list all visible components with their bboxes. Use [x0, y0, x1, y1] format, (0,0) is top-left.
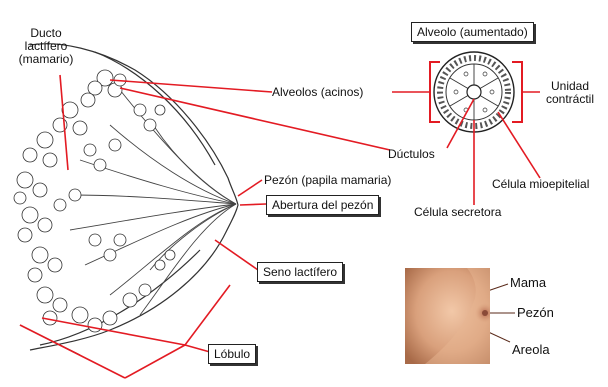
label-ducto-lactifero: Ducto lactífero (mamario) — [10, 27, 82, 66]
label-celula-secretora: Célula secretora — [414, 206, 501, 219]
label-ductulos: Dúctulos — [388, 148, 435, 161]
label-alveolo-aumentado: Alveolo (aumentado) — [411, 22, 534, 42]
label-photo-mama: Mama — [510, 276, 546, 289]
label-ducto-line3: (mamario) — [10, 53, 82, 66]
label-unidad-contractil: Unidad contráctil — [535, 80, 605, 106]
label-photo-areola: Areola — [512, 343, 550, 356]
label-celula-mioepitelial: Célula mioepitelial — [492, 178, 589, 191]
label-lobulo: Lóbulo — [208, 344, 256, 364]
label-pezon-papila: Pezón (papila mamaria) — [264, 174, 391, 187]
label-alveolos-acinos: Alveolos (acinos) — [272, 86, 363, 99]
label-abertura-pezon: Abertura del pezón — [266, 195, 379, 215]
label-contractil: contráctil — [535, 93, 605, 106]
label-photo-pezon: Pezón — [517, 306, 554, 319]
breast-photo — [405, 268, 490, 364]
label-seno-lactifero: Seno lactífero — [257, 262, 343, 282]
